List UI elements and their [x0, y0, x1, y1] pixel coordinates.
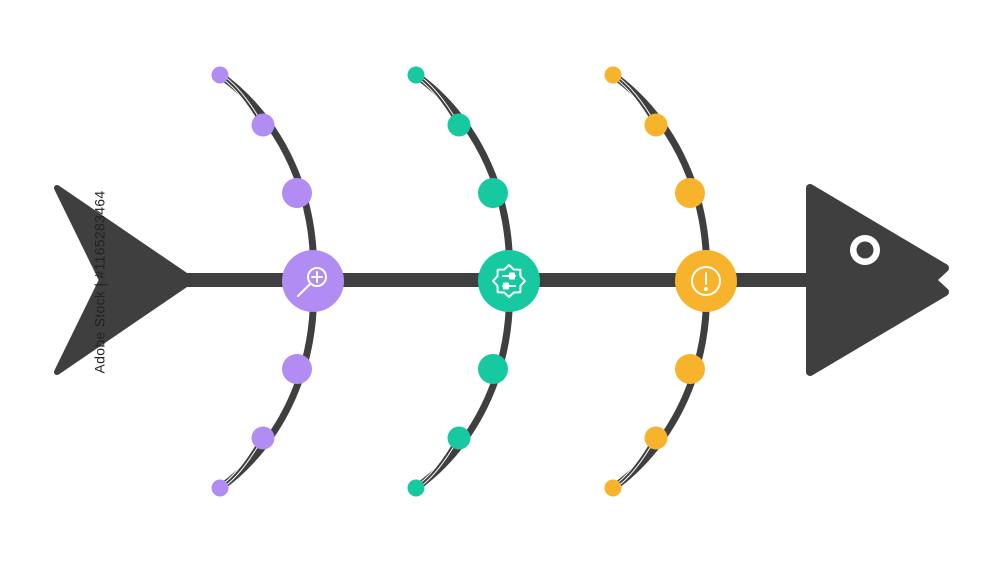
bone-dot	[644, 426, 668, 450]
bone-rib-lower	[412, 277, 513, 492]
bone-node	[282, 250, 344, 312]
bone-rib-upper	[412, 71, 513, 285]
bone-dot	[407, 66, 425, 84]
bone-rib-lower	[609, 277, 710, 492]
gear-sliders-icon	[492, 264, 526, 298]
bone-dot	[644, 113, 668, 137]
bone-dot	[282, 354, 312, 384]
bone-dot	[282, 178, 312, 208]
bone-dot	[251, 426, 275, 450]
bone-rib-lower	[216, 277, 317, 492]
bone-dot	[478, 178, 508, 208]
bone-rib-upper	[216, 71, 317, 285]
bone-dot	[675, 178, 705, 208]
bone-dot	[604, 479, 622, 497]
bone-dot	[478, 354, 508, 384]
bone-node	[478, 250, 540, 312]
bone-dot	[447, 113, 471, 137]
magnifier-plus-icon	[297, 267, 327, 297]
bone-1	[211, 66, 344, 497]
fish-tail	[54, 185, 195, 375]
bone-dot	[211, 66, 229, 84]
bone-dot	[447, 426, 471, 450]
exclamation-icon	[691, 266, 721, 296]
bone-rib-upper	[609, 71, 710, 285]
bone-2	[407, 66, 540, 497]
bone-dot	[211, 479, 229, 497]
bone-dot	[675, 354, 705, 384]
fish-pupil	[856, 241, 874, 259]
bone-3	[604, 66, 737, 497]
bone-dot	[407, 479, 425, 497]
bone-dot	[251, 113, 275, 137]
fish-head	[806, 184, 949, 376]
stock-id-label: Adobe Stock | #1165283464	[91, 190, 108, 374]
bone-dot	[604, 66, 622, 84]
